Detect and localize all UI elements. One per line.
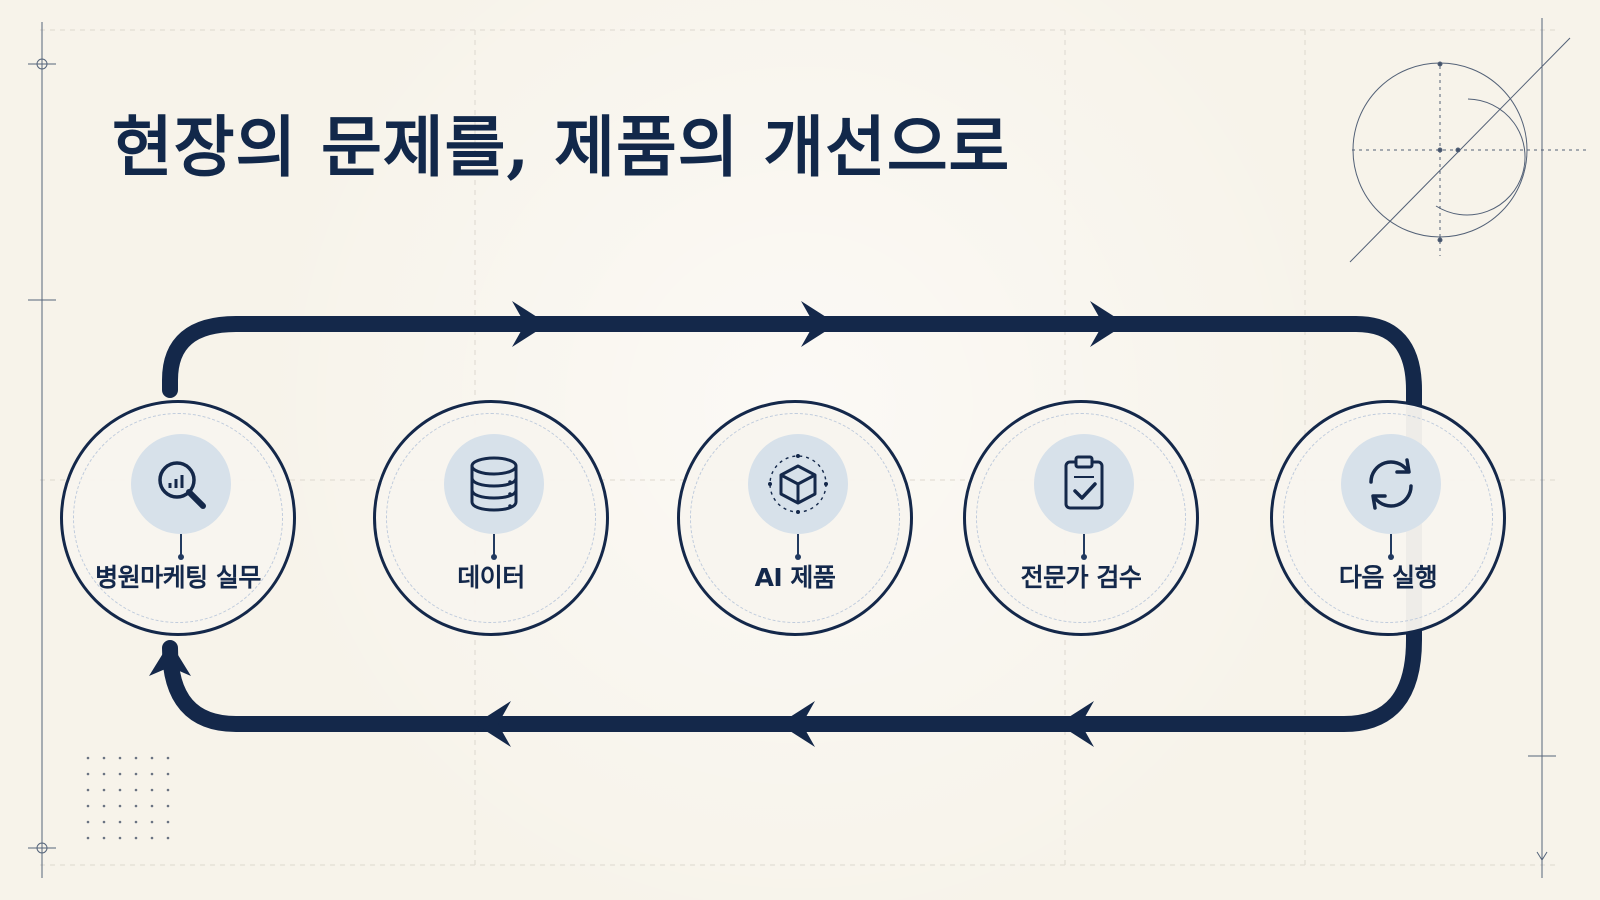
- icon-badge: [444, 434, 544, 534]
- icon-badge: [131, 434, 231, 534]
- top-arrowhead-3: [1090, 301, 1126, 347]
- refresh-icon: [1369, 458, 1413, 510]
- bottom-arrowhead-3: [475, 701, 511, 747]
- top-arrowhead-2: [801, 301, 837, 347]
- connector-dot: [795, 534, 801, 560]
- step-ai-product: AI 제품: [677, 400, 913, 636]
- step-expert-review: 전문가 검수: [963, 400, 1199, 636]
- connector-dot: [1388, 534, 1394, 560]
- icon-badge: [1034, 434, 1134, 534]
- step-data: 데이터: [373, 400, 609, 636]
- clipboard-check-icon: [1064, 455, 1104, 510]
- bottom-arrowhead-2: [779, 701, 815, 747]
- connector-dot: [1081, 534, 1087, 560]
- step-label: 전문가 검수: [1020, 563, 1142, 592]
- dot-pattern: [86, 756, 170, 840]
- icon-badge: [1341, 434, 1441, 534]
- compass-ornament: [1349, 37, 1590, 263]
- step-next-action: 다음 실행: [1270, 400, 1506, 636]
- connector-dot: [178, 534, 184, 560]
- step-label: 병원마케팅 실무: [95, 563, 261, 592]
- connector-dot: [491, 534, 497, 560]
- page-title: 현장의 문제를, 제품의 개선으로: [112, 108, 1011, 186]
- return-arrowhead: [149, 642, 191, 676]
- step-marketing-practice: 병원마케팅 실무: [60, 400, 296, 636]
- step-label: 다음 실행: [1338, 563, 1438, 592]
- top-arrowhead-1: [512, 301, 548, 347]
- icon-badge: [748, 434, 848, 534]
- cube-icon: [768, 454, 828, 514]
- step-label: AI 제품: [754, 563, 836, 592]
- database-icon: [470, 456, 518, 512]
- step-label: 데이터: [457, 563, 525, 592]
- bottom-arrowhead-1: [1058, 701, 1094, 747]
- magnifying-chart-icon: [158, 461, 206, 509]
